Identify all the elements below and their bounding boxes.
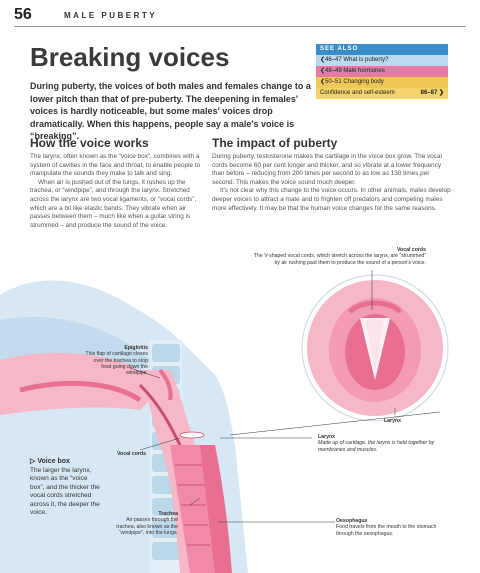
page-number: 56	[14, 6, 32, 23]
voice-box-text: The larger the larynx, known as the “voi…	[30, 466, 100, 517]
see-also-item[interactable]: ❮50–51 Changing body	[316, 77, 448, 88]
annotation-trachea: Trachea Air passes through the trachea, …	[112, 511, 178, 536]
paragraph: It's not clear why this change to the vo…	[212, 187, 451, 212]
oral-cavity	[0, 353, 150, 415]
vocal-cords-side	[179, 431, 205, 439]
header-divider	[14, 26, 466, 27]
annotation-larynx-detail: Larynx Made up of cartilage, the larynx …	[318, 434, 448, 453]
see-also-heading: SEE ALSO	[316, 44, 448, 55]
see-also-box: SEE ALSO ❮46–47 What is puberty? ❮48–49 …	[316, 44, 448, 99]
voice-box-heading: ▷ Voice box	[30, 458, 100, 467]
annotation-title: Larynx	[318, 434, 336, 440]
annotation-title: Trachea	[158, 511, 178, 517]
see-also-label: ❮50–51 Changing body	[320, 79, 384, 85]
see-also-label: Confidence and self-esteem	[320, 90, 395, 96]
section-label: MALE PUBERTY	[64, 11, 158, 20]
paragraph: When air is pushed out of the lungs, it …	[30, 178, 197, 229]
larynx-diagram	[0, 270, 449, 573]
see-also-label: ❮46–47 What is puberty?	[320, 57, 389, 63]
page-title: Breaking voices	[30, 42, 230, 72]
voice-box-title: Voice box	[37, 458, 70, 465]
leader-lines	[129, 270, 441, 523]
trachea	[170, 445, 215, 573]
annotation-title: Oesophagus	[336, 518, 368, 524]
left-column-text: The larynx, often known as the “voice bo…	[30, 153, 202, 230]
see-also-item[interactable]: ❮46–47 What is puberty?	[316, 55, 448, 66]
see-also-label: ❮48–49 Male hormones	[320, 68, 385, 74]
annotation-text: This flap of cartilage closes over the t…	[85, 351, 148, 377]
annotation-text: Food travels from the mouth to the stoma…	[336, 524, 437, 537]
annotation-text: Air passes through the trachea, also kno…	[116, 517, 178, 536]
annotation-text: The V-shaped vocal cords, which stretch …	[253, 253, 426, 266]
annotation-epiglottis: Epiglottis This flap of cartilage closes…	[84, 345, 148, 376]
paragraph: During puberty, testosterone makes the c…	[212, 153, 442, 186]
annotation-vocal-cords-side: Vocal cords	[96, 451, 146, 457]
left-column-title: How the voice works	[30, 136, 149, 150]
triangle-icon: ▷	[30, 458, 36, 465]
annotation-title: Vocal cords	[396, 247, 426, 253]
paragraph: The larynx, often known as the “voice bo…	[30, 153, 201, 178]
annotation-title: Vocal cords	[116, 451, 146, 457]
epiglottis	[158, 368, 173, 401]
see-also-page: 86–87 ❯	[420, 90, 444, 96]
right-column-title: The impact of puberty	[212, 136, 338, 150]
intro-paragraph: During puberty, the voices of both males…	[30, 81, 311, 141]
annotation-title: Epiglottis	[124, 345, 148, 351]
annotation-vocal-cords: Vocal cords The V-shaped vocal cords, wh…	[252, 247, 426, 266]
annotation-text: Made up of cartilage, the larynx is held…	[318, 440, 435, 453]
annotation-oesophagus: Oesophagus Food travels from the mouth t…	[336, 518, 446, 537]
right-column-text: During puberty, testosterone makes the c…	[212, 153, 452, 213]
see-also-item[interactable]: ❮48–49 Male hormones	[316, 66, 448, 77]
header-bar	[0, 0, 480, 30]
annotation-larynx: Larynx	[384, 418, 424, 424]
larynx-closeup	[301, 274, 449, 422]
annotation-title: Larynx	[384, 418, 402, 424]
see-also-item[interactable]: Confidence and self-esteem 86–87 ❯	[316, 88, 448, 99]
voice-box-callout: ▷ Voice box The larger the larynx, known…	[30, 458, 100, 518]
